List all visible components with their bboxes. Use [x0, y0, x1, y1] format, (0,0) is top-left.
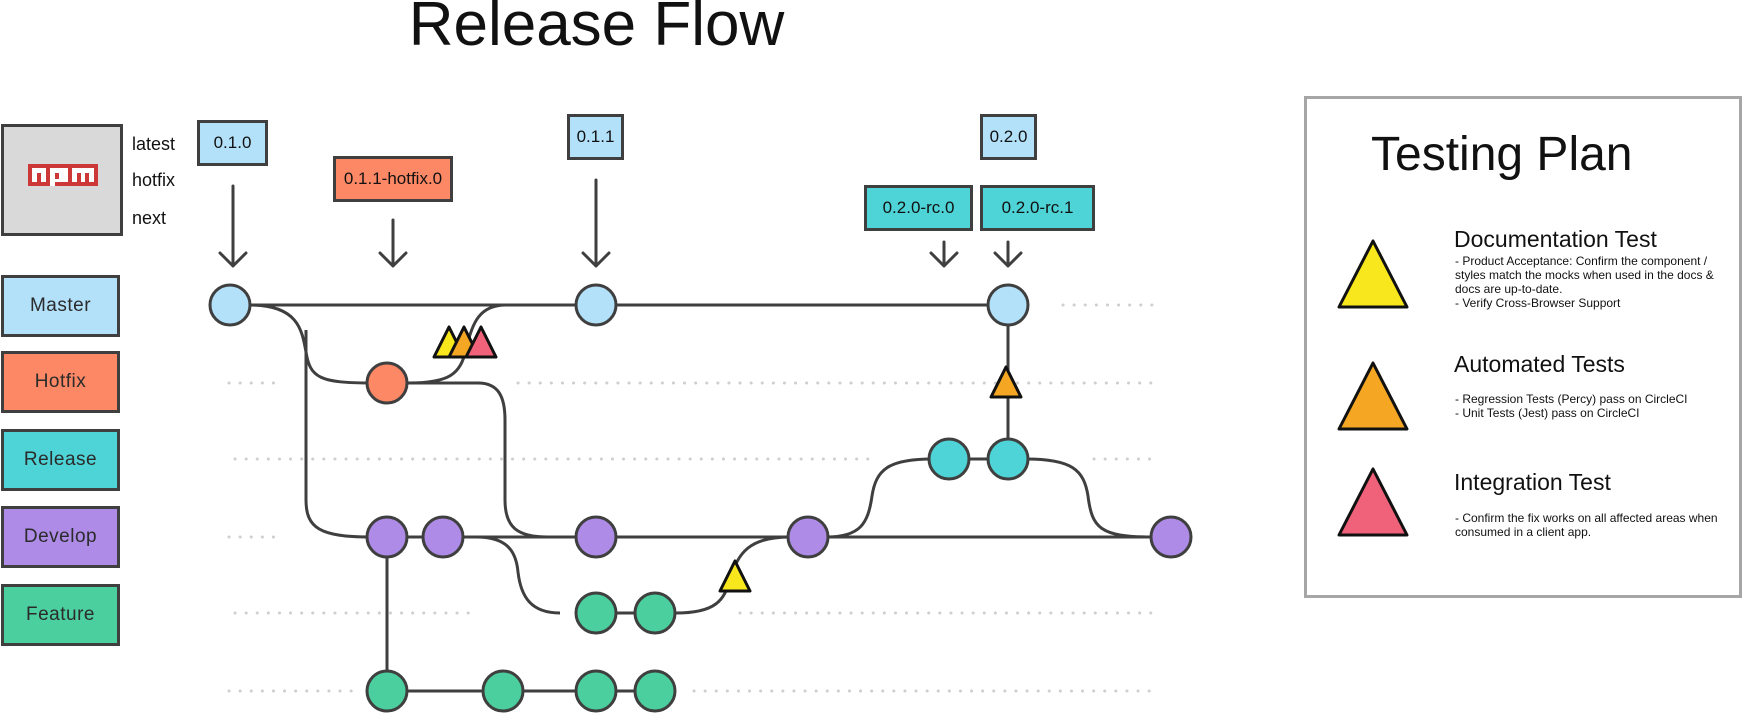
version-tag: 0.1.1-hotfix.0: [333, 156, 453, 202]
feature-commit: [574, 669, 618, 713]
branch-label-release: Release: [1, 429, 120, 491]
develop-to-release-line: [825, 457, 933, 539]
release-to-develop-line: [1025, 457, 1153, 539]
hotfix-to-develop-line: [408, 381, 549, 539]
npm-tag-next: next: [132, 208, 167, 228]
legend-item-title: Automated Tests: [1454, 351, 1625, 377]
legend-item-text: - Unit Tests (Jest) pass on CircleCI: [1455, 406, 1640, 420]
npm-tag-latest: latest: [132, 134, 176, 154]
develop-commit: [574, 515, 618, 559]
legend-item-text: - Regression Tests (Percy) pass on Circl…: [1455, 392, 1688, 406]
master-to-develop-line: [304, 330, 371, 539]
documentation-test-icon: [1337, 239, 1409, 309]
documentation-test-marker: [718, 559, 752, 593]
develop-commit: [1149, 515, 1193, 559]
legend-item-title: Integration Test: [1454, 469, 1611, 495]
release-arrow: [218, 184, 248, 268]
master-commit: [208, 283, 252, 327]
testing-plan-legend: Testing Plan Documentation Test - Produc…: [1304, 96, 1742, 598]
version-tag: 0.2.0-rc.0: [864, 185, 973, 231]
develop-commit: [421, 515, 465, 559]
release-arrow: [993, 240, 1023, 268]
develop-commit: [365, 515, 409, 559]
version-tag: 0.1.0: [197, 120, 268, 166]
version-tag: 0.2.0: [980, 114, 1037, 160]
master-commit: [986, 283, 1030, 327]
version-tag: 0.2.0-rc.1: [980, 185, 1095, 231]
branch-label-hotfix: Hotfix: [1, 351, 120, 413]
release-arrow: [581, 178, 611, 268]
release-flow-diagram: [208, 178, 1193, 713]
feature-commit: [365, 669, 409, 713]
integration-test-marker: [464, 325, 498, 359]
diagram-title: Release Flow: [408, 0, 785, 59]
feature-commit: [633, 669, 677, 713]
release-commit: [986, 437, 1030, 481]
feature-commit: [633, 591, 677, 635]
release-arrow: [929, 240, 959, 268]
legend-item-text: - Confirm the fix works on all affected …: [1455, 511, 1718, 525]
master-commit: [574, 283, 618, 327]
automated-tests-icon: [1337, 361, 1409, 431]
legend-item-title: Documentation Test: [1454, 226, 1657, 252]
legend-title: Testing Plan: [1371, 128, 1633, 181]
npm-tag-hotfix: hotfix: [132, 170, 176, 190]
develop-commit: [786, 515, 830, 559]
npm-registry-box: [1, 124, 123, 236]
legend-item-text: docs are up-to-date.: [1455, 282, 1563, 296]
branch-label-master: Master: [1, 275, 120, 337]
master-to-hotfix-line: [249, 303, 373, 385]
legend-item-text: - Verify Cross-Browser Support: [1455, 296, 1621, 310]
legend-item-text: styles match the mocks when used in the …: [1455, 268, 1714, 282]
integration-test-icon: [1337, 467, 1409, 537]
legend-item-text: - Product Acceptance: Confirm the compon…: [1455, 254, 1708, 268]
branch-label-feature: Feature: [1, 584, 120, 646]
automated-test-marker: [989, 365, 1023, 399]
branch-label-develop: Develop: [1, 506, 120, 568]
legend-item-text: consumed in a client app.: [1455, 525, 1592, 539]
release-arrow: [378, 218, 408, 268]
npm-logo-icon: [28, 164, 98, 186]
version-tag: 0.1.1: [567, 114, 624, 160]
develop-to-feature-line: [475, 535, 561, 615]
feature-commit: [481, 669, 525, 713]
feature-commit: [574, 591, 618, 635]
release-commit: [927, 437, 971, 481]
hotfix-commit: [365, 361, 409, 405]
